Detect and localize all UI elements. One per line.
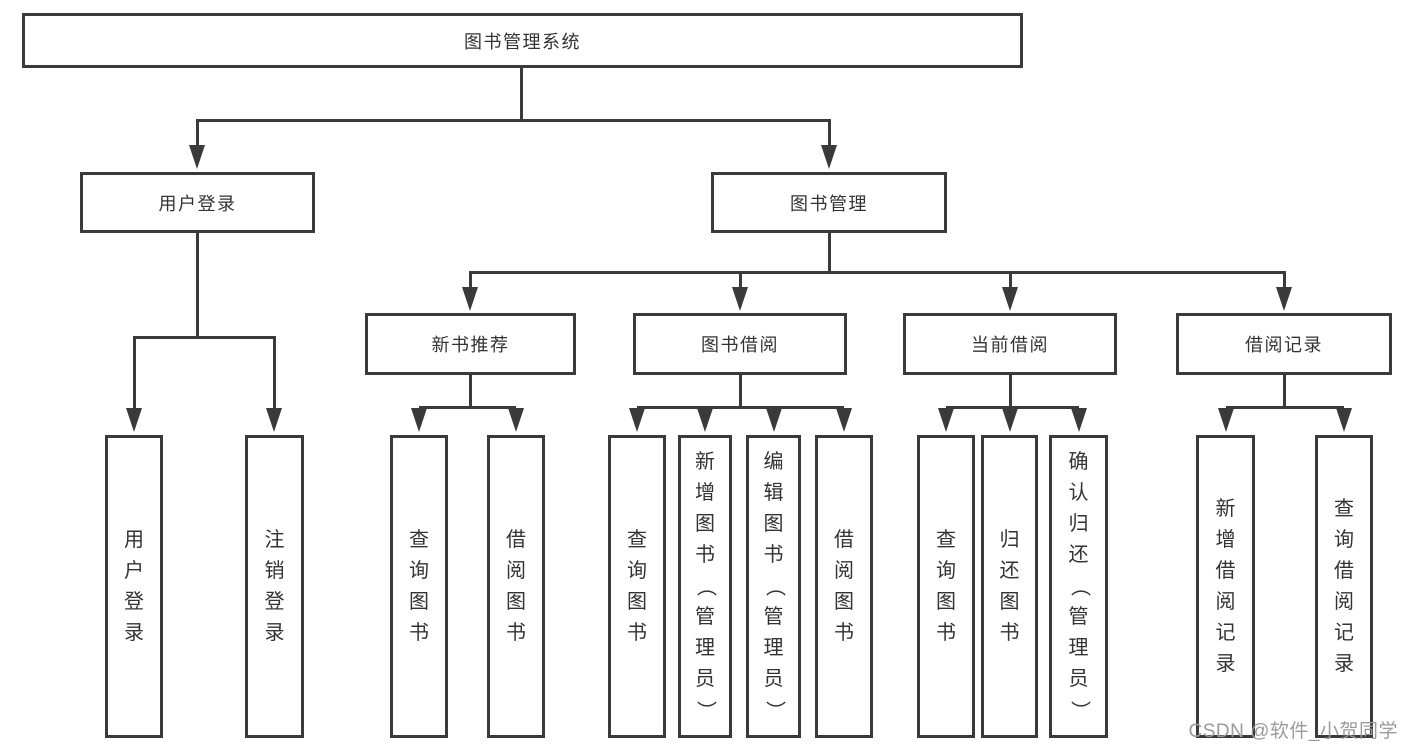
connector-line	[133, 336, 136, 412]
connector-arrowhead	[697, 408, 713, 432]
connector-line	[739, 375, 742, 408]
node-label: 借阅图书	[506, 528, 526, 644]
connector-line	[273, 336, 276, 412]
connector-arrowhead	[938, 408, 954, 432]
node-label: 新增图书（管理员）	[694, 451, 717, 721]
csdn-watermark: CSDN @软件_小贺同学	[1188, 721, 1398, 742]
node-label: 确认归还（管理员）	[1068, 451, 1090, 721]
connector-arrowhead	[1002, 408, 1018, 432]
leaf-edit-books-admin: 编辑图书（管理员）	[746, 435, 801, 738]
connector-line	[1283, 375, 1286, 408]
connector-arrowhead	[266, 408, 282, 432]
node-label: 图书管理系统	[464, 31, 581, 52]
connector-arrowhead	[766, 408, 782, 432]
node-label: 借阅记录	[1245, 335, 1323, 355]
node-label: 查询图书	[627, 528, 647, 644]
leaf-add-books-admin: 新增图书（管理员）	[678, 435, 732, 738]
connector-line	[470, 271, 1284, 274]
connector-line	[828, 119, 831, 147]
leaf-confirm-return-admin: 确认归还（管理员）	[1049, 435, 1108, 738]
connector-line	[637, 406, 844, 409]
connector-line	[828, 233, 831, 273]
connector-arrowhead	[189, 145, 205, 169]
connector-line	[1226, 406, 1344, 409]
connector-arrowhead	[629, 408, 645, 432]
connector-arrowhead	[1336, 408, 1352, 432]
node-new-book-recommendation: 新书推荐	[365, 313, 576, 375]
node-book-borrowing: 图书借阅	[633, 313, 847, 375]
leaf-logout-login: 注销登录	[245, 435, 304, 738]
leaf-return-books: 归还图书	[981, 435, 1038, 738]
connector-arrowhead	[462, 287, 478, 311]
connector-arrowhead	[836, 408, 852, 432]
node-label: 查询图书	[409, 528, 429, 644]
node-user-login: 用户登录	[80, 172, 315, 233]
leaf-search-books-borrowing: 查询图书	[608, 435, 666, 738]
node-label: 用户登录	[124, 528, 144, 644]
node-label: 查询借阅记录	[1334, 497, 1354, 675]
node-label: 归还图书	[999, 528, 1020, 644]
connector-line	[1009, 375, 1012, 408]
connector-line	[1009, 271, 1012, 291]
connector-line	[469, 375, 472, 408]
connector-line	[196, 119, 831, 122]
connector-arrowhead	[508, 408, 524, 432]
connector-arrowhead	[821, 145, 837, 169]
connector-line	[739, 271, 742, 291]
connector-arrowhead	[1218, 408, 1234, 432]
connector-line	[419, 406, 516, 409]
connector-line	[469, 271, 472, 291]
leaf-add-borrow-record: 新增借阅记录	[1196, 435, 1255, 738]
connector-line	[196, 233, 199, 338]
node-label: 图书管理	[790, 193, 868, 214]
connector-arrowhead	[1002, 287, 1018, 311]
leaf-borrow-books-borrowing: 借阅图书	[815, 435, 873, 738]
node-label: 查询图书	[936, 528, 956, 644]
node-label: 当前借阅	[971, 335, 1049, 355]
node-book-management: 图书管理	[711, 172, 947, 233]
connector-arrowhead	[1276, 287, 1292, 311]
leaf-borrow-books-recommend: 借阅图书	[487, 435, 545, 738]
connector-arrowhead	[126, 408, 142, 432]
connector-arrowhead	[1071, 408, 1087, 432]
connector-line	[133, 336, 275, 339]
node-label: 用户登录	[158, 193, 237, 214]
node-label: 注销登录	[264, 528, 285, 644]
connector-arrowhead	[732, 287, 748, 311]
leaf-search-books-current: 查询图书	[917, 435, 975, 738]
node-label: 编辑图书（管理员）	[763, 451, 785, 721]
connector-line	[520, 68, 523, 121]
leaf-search-books-recommend: 查询图书	[390, 435, 448, 738]
leaf-user-login: 用户登录	[105, 435, 163, 738]
node-borrowing-records: 借阅记录	[1176, 313, 1392, 375]
connector-arrowhead	[411, 408, 427, 432]
node-label: 新书推荐	[431, 335, 510, 355]
leaf-search-borrow-record: 查询借阅记录	[1315, 435, 1373, 738]
node-library-management-system: 图书管理系统	[22, 13, 1023, 68]
node-label: 新增借阅记录	[1215, 497, 1236, 675]
node-label: 借阅图书	[834, 528, 854, 644]
node-current-borrowing: 当前借阅	[903, 313, 1117, 375]
node-label: 图书借阅	[701, 335, 779, 355]
connector-line	[196, 119, 199, 147]
connector-line	[1283, 271, 1286, 291]
connector-line	[946, 406, 1079, 409]
